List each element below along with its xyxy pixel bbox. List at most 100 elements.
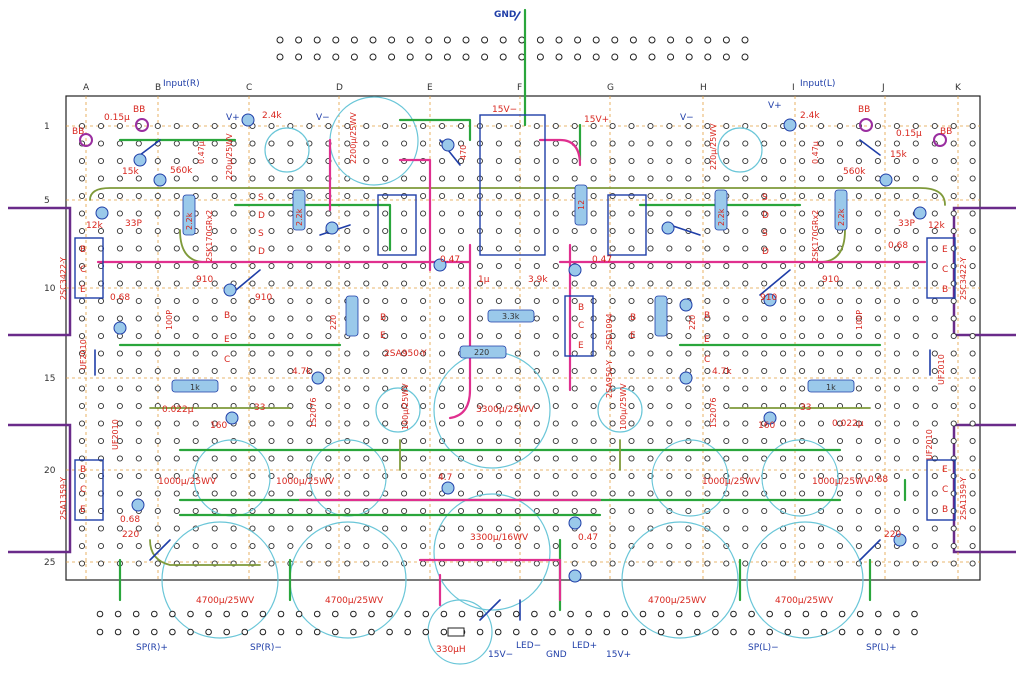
hole bbox=[495, 385, 502, 392]
terminal-hole bbox=[404, 628, 412, 636]
hole bbox=[969, 490, 976, 497]
hole bbox=[742, 472, 749, 480]
hole bbox=[230, 507, 237, 515]
hole bbox=[590, 507, 597, 515]
hole bbox=[704, 210, 711, 217]
top-header-holes bbox=[276, 36, 749, 61]
header-hole bbox=[704, 53, 712, 61]
hole bbox=[571, 315, 578, 322]
hole bbox=[817, 140, 825, 147]
hole bbox=[628, 455, 635, 462]
terminal-hole bbox=[241, 628, 249, 636]
terminal-hole bbox=[820, 610, 828, 618]
hole bbox=[268, 525, 275, 532]
hole bbox=[969, 472, 976, 480]
hole bbox=[325, 472, 332, 480]
pin-b-1: B bbox=[80, 245, 86, 255]
hole bbox=[116, 280, 123, 287]
hole bbox=[950, 210, 957, 217]
hole bbox=[874, 280, 881, 287]
hole bbox=[723, 280, 730, 287]
label-r15k-l: 15k bbox=[890, 150, 907, 160]
hole bbox=[420, 140, 427, 147]
header-hole bbox=[648, 36, 656, 44]
hole bbox=[192, 350, 199, 357]
hole bbox=[931, 420, 938, 427]
hole bbox=[590, 455, 597, 462]
hole bbox=[855, 262, 862, 270]
hole bbox=[817, 332, 825, 340]
hole bbox=[761, 192, 768, 200]
hole bbox=[230, 525, 237, 532]
hole bbox=[401, 437, 408, 445]
hole bbox=[420, 175, 427, 182]
hole bbox=[344, 157, 351, 165]
hole bbox=[287, 350, 294, 357]
hole bbox=[382, 280, 389, 287]
hole bbox=[723, 402, 730, 410]
hole bbox=[325, 210, 332, 217]
hole bbox=[325, 245, 332, 252]
hole bbox=[325, 525, 332, 532]
hole bbox=[647, 507, 654, 515]
hole bbox=[780, 350, 787, 357]
hole bbox=[514, 472, 521, 480]
hole bbox=[230, 332, 237, 340]
hole bbox=[969, 367, 976, 375]
hole bbox=[439, 560, 446, 567]
hole bbox=[363, 490, 370, 497]
hole bbox=[401, 472, 408, 480]
hole bbox=[363, 402, 370, 410]
hole bbox=[685, 175, 692, 182]
label-r12k-l: 12k bbox=[928, 221, 945, 231]
header-hole bbox=[611, 36, 619, 44]
hole bbox=[647, 332, 654, 340]
hole bbox=[495, 455, 502, 462]
hole bbox=[401, 280, 408, 287]
header-hole bbox=[388, 53, 396, 61]
label-c1000-3: 1000μ/25WV bbox=[702, 477, 761, 487]
hole bbox=[533, 175, 540, 182]
column-letter: J bbox=[881, 83, 885, 93]
hole bbox=[230, 455, 237, 462]
hole bbox=[344, 227, 351, 235]
hole bbox=[173, 332, 180, 340]
hole bbox=[552, 192, 559, 200]
terminal-hole bbox=[259, 628, 267, 636]
hole bbox=[344, 437, 351, 445]
hole bbox=[609, 542, 616, 550]
terminal-hole bbox=[838, 610, 846, 618]
hole bbox=[420, 490, 427, 497]
hole bbox=[457, 402, 465, 410]
hole bbox=[855, 472, 862, 480]
hole bbox=[268, 490, 275, 497]
hole bbox=[382, 420, 389, 427]
hole bbox=[685, 420, 692, 427]
hole bbox=[211, 122, 218, 130]
sp-l-minus-label: SP(L)− bbox=[748, 643, 779, 653]
hole bbox=[420, 297, 427, 305]
hole bbox=[287, 385, 294, 392]
hole bbox=[211, 192, 218, 200]
hole bbox=[799, 332, 806, 340]
header-hole bbox=[667, 36, 675, 44]
hole bbox=[609, 437, 616, 445]
hole bbox=[401, 210, 408, 217]
label-r47k-l: 4.7k bbox=[712, 367, 732, 377]
hole bbox=[893, 490, 900, 497]
hole bbox=[533, 262, 540, 270]
hole bbox=[173, 140, 180, 147]
terminal-hole bbox=[766, 628, 774, 636]
hole bbox=[855, 315, 862, 322]
input-r-label: Input(R) bbox=[163, 79, 200, 89]
hole bbox=[761, 560, 768, 567]
terminal-hole bbox=[332, 628, 339, 636]
hole bbox=[154, 507, 161, 515]
hole bbox=[230, 297, 237, 305]
hole bbox=[363, 297, 370, 305]
hole bbox=[268, 455, 275, 462]
pin-b-8: B bbox=[380, 313, 386, 323]
hole bbox=[306, 350, 313, 357]
hole bbox=[780, 420, 787, 427]
hole bbox=[609, 525, 616, 532]
